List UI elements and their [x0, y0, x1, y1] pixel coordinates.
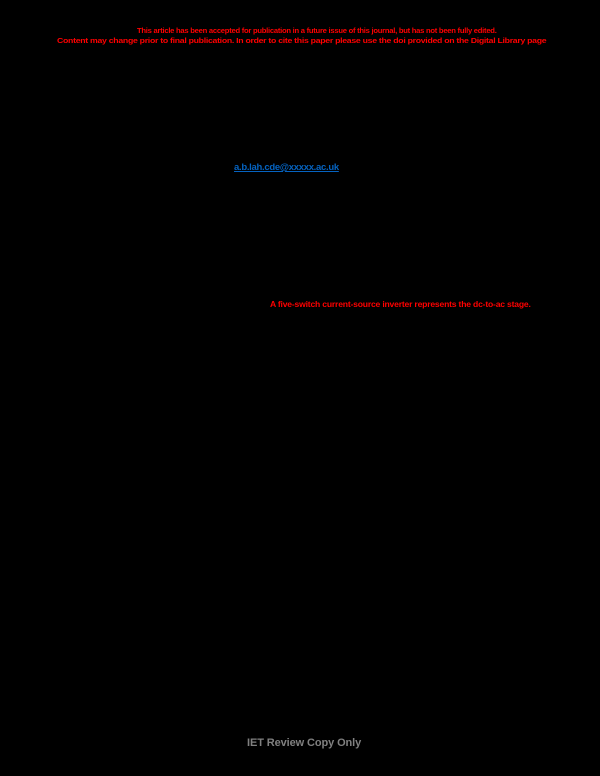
accepted-article-notice-line-2: Content may change prior to final public…: [57, 36, 547, 45]
accepted-article-notice-line-1: This article has been accepted for publi…: [137, 26, 497, 35]
author-email-link[interactable]: a.b.lah.cde@xxxxx.ac.uk: [234, 162, 339, 173]
figure-caption: A five-switch current-source inverter re…: [270, 299, 531, 309]
review-copy-watermark: IET Review Copy Only: [247, 737, 362, 749]
